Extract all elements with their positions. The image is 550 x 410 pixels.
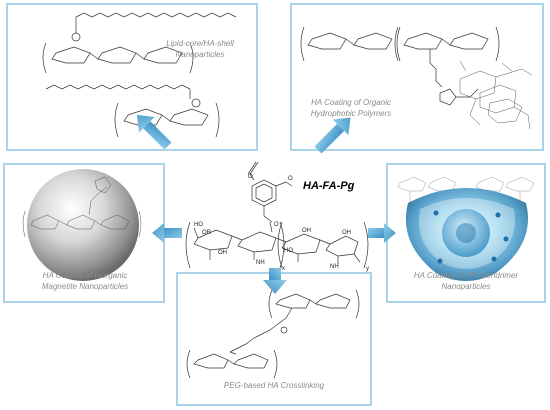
hydrophobic-polymers-caption: HA Coating of Organic Hydrophobic Polyme… [296, 97, 406, 119]
atom-o2: O [288, 176, 293, 182]
atom-oh3: OH [342, 230, 351, 236]
lipid-core-caption-line2: Nanoparticles [175, 50, 225, 59]
subscript-x: x [282, 266, 285, 272]
peg-crosslink-structure [186, 289, 360, 379]
magnetite-caption: HA Coating of Inorganic Magnetite Nanopa… [12, 270, 158, 292]
arrow-to-hydrophobic-polymers [314, 117, 351, 154]
lipid-core-structure [42, 12, 237, 138]
atom-o1: O [248, 174, 253, 180]
panel-peg-crosslinking [176, 272, 372, 406]
peg-crosslinking-caption: PEG-based HA Crosslinking [176, 380, 372, 391]
arrow-to-peg-crosslinking [263, 268, 287, 294]
hydrophobic-polymers-caption-line2: Hydrophobic Polymers [310, 109, 392, 118]
ppi-dendrimer-caption-line2: Nanoparticles [441, 282, 491, 291]
arrow-to-magnetite [152, 223, 182, 243]
magnetite-caption-line2: Magnetite Nanoparticles [41, 282, 129, 291]
ha-fa-pg-structure: O O O HO OR OH NH OH HO OH NH x y [185, 161, 369, 272]
lipid-core-caption-line1: Lipid-core/HA-shell [166, 39, 234, 48]
ppi-dendrimer-particle [397, 176, 535, 281]
magnetite-caption-line1: HA Coating of Inorganic [42, 271, 128, 280]
atom-nh2: NH [330, 264, 339, 270]
atom-ho: HO [194, 222, 203, 228]
peg-crosslinking-caption-line1: PEG-based HA Crosslinking [223, 381, 325, 390]
panel-hydrophobic-polymers [290, 3, 544, 151]
atom-oh1: OH [218, 250, 227, 256]
arrow-to-lipid-core [136, 114, 172, 150]
atom-o3-carbonyl: O [274, 222, 279, 228]
hydrophobic-polymers-caption-line1: HA Coating of Organic [311, 98, 391, 107]
ppi-dendrimer-caption: HA Coating of PPI Dendrimer Nanoparticle… [392, 270, 540, 292]
atom-nh1: NH [256, 260, 265, 266]
atom-or: OR [202, 230, 212, 236]
hydrophobic-polymer-structure [300, 26, 533, 130]
subscript-y: y [366, 266, 369, 272]
lipid-core-caption: Lipid-core/HA-shell Nanoparticles [150, 38, 250, 60]
ppi-dendrimer-caption-line1: HA Coating of PPI Dendrimer [413, 271, 519, 280]
panel-lipid-core [6, 3, 258, 151]
atom-oh2: OH [302, 228, 311, 234]
center-molecule-title: HA-FA-Pg [303, 180, 355, 192]
magnetite-sphere [22, 169, 142, 281]
arrow-to-ppi-dendrimer [368, 223, 396, 243]
atom-ho2: HO [284, 248, 293, 254]
